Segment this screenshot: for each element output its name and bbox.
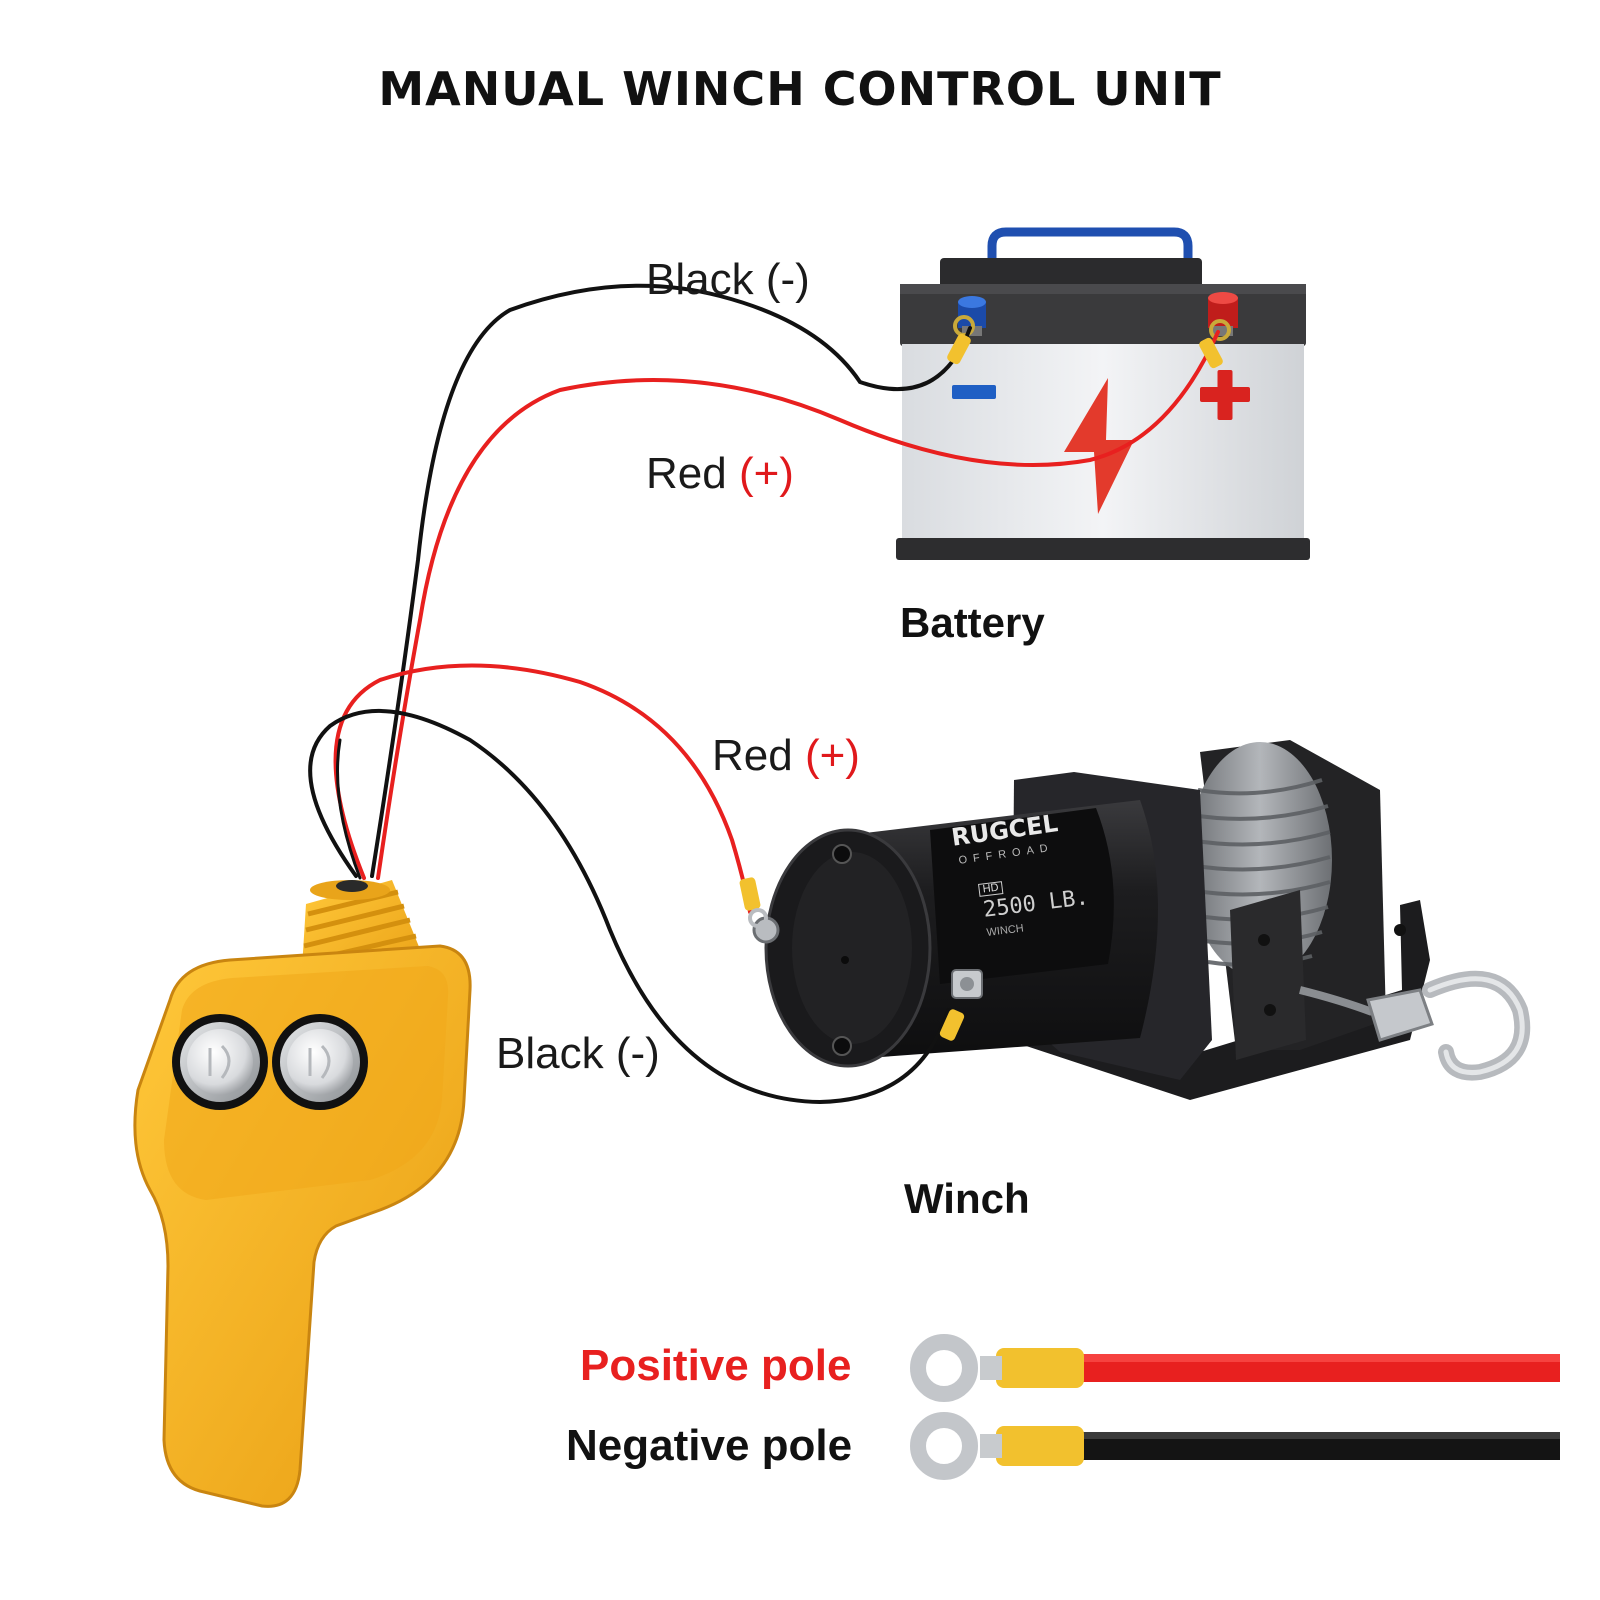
wire-polarity: (+) [804, 731, 860, 780]
power-out-button[interactable] [172, 1014, 268, 1110]
hand-controller [133, 880, 472, 1508]
battery-handle [987, 227, 1193, 282]
winch-hook-icon [1366, 970, 1531, 1081]
button-symbol-icon [308, 1044, 331, 1079]
wire-polarity: (-) [615, 1029, 660, 1078]
battery [896, 227, 1310, 560]
battery-lid [940, 258, 1202, 292]
wire-winch-negative [308, 709, 950, 1105]
winch [752, 740, 1531, 1100]
label-battery-negative-wire: Black (-) [646, 258, 810, 302]
minus-sign-icon [952, 385, 996, 399]
wire-rope [1299, 986, 1374, 1016]
power-in-button[interactable] [272, 1014, 368, 1110]
legend-positive-cable [910, 1334, 1560, 1402]
ring-terminal-icon [910, 1334, 978, 1402]
label-winch-positive-wire: Red (+) [712, 734, 860, 778]
button-symbol-icon [208, 1044, 231, 1079]
winch-terminal-negative [951, 969, 983, 999]
wire-polarity: (-) [765, 255, 810, 304]
label-winch-negative-wire: Black (-) [496, 1032, 660, 1076]
lightning-bolt-icon [1064, 378, 1134, 514]
legend-positive-label: Positive pole [580, 1341, 852, 1390]
wire-terminals [739, 333, 1223, 1041]
wire-battery-negative [370, 283, 972, 878]
plus-sign-icon [1200, 370, 1250, 420]
wire-name: Red [646, 449, 727, 498]
legend-negative-cable [910, 1412, 1560, 1480]
ring-terminal-icon [910, 1412, 978, 1480]
label-battery: Battery [900, 599, 1045, 646]
page-title: MANUAL WINCH CONTROL UNIT [378, 62, 1222, 116]
wire-name: Red [712, 731, 793, 780]
label-battery-positive-wire: Red (+) [646, 452, 794, 496]
legend-negative-label: Negative pole [566, 1421, 853, 1470]
wires [308, 283, 1220, 1105]
wire-battery-positive [376, 330, 1220, 880]
wire-polarity: (+) [738, 449, 794, 498]
label-winch: Winch [904, 1175, 1030, 1222]
winch-decal-panel [930, 808, 1114, 984]
wire-name: Black [496, 1029, 604, 1078]
wire-name: Black [646, 255, 754, 304]
legend [910, 1334, 1560, 1480]
winch-motor [764, 800, 1158, 1068]
wire-winch-positive [333, 663, 752, 914]
